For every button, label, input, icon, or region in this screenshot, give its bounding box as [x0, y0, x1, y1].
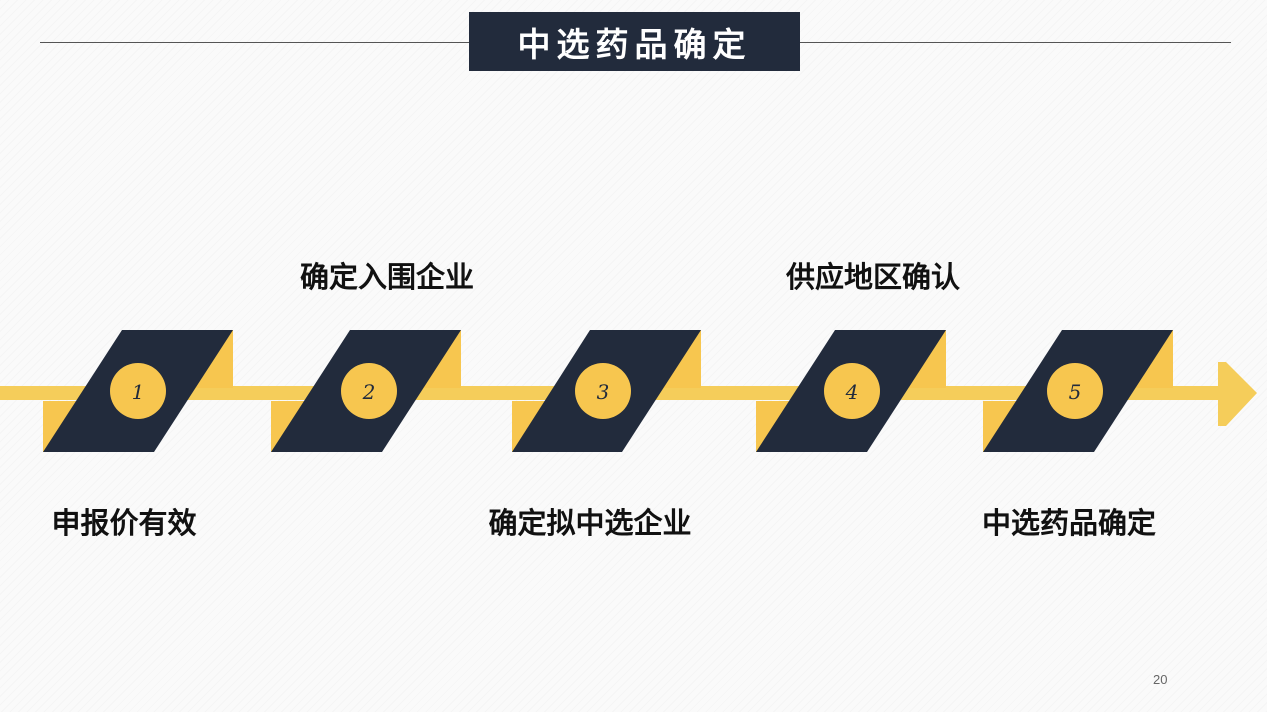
- page-number: 20: [1153, 672, 1168, 687]
- step-4-label: 供应地区确认: [785, 260, 961, 294]
- step-3-label: 确定拟中选企业: [488, 506, 692, 540]
- step-5-number: 5: [1069, 380, 1082, 404]
- flow-arrowhead: [1218, 362, 1257, 426]
- step-2: 2: [271, 330, 461, 452]
- step-5: 5: [983, 330, 1173, 452]
- step-3: 3: [512, 330, 701, 452]
- step-2-label: 确定入围企业: [299, 260, 475, 294]
- step-1-circle: [110, 363, 166, 419]
- step-3-number: 3: [597, 380, 610, 404]
- step-1-number: 1: [132, 380, 145, 404]
- step-2-circle: [341, 363, 397, 419]
- step-5-circle: [1047, 363, 1103, 419]
- step-4: 4: [756, 330, 946, 452]
- step-1: 1: [43, 330, 233, 452]
- step-1-label: 申报价有效: [51, 506, 197, 540]
- step-2-number: 2: [362, 380, 376, 404]
- step-3-circle: [575, 363, 631, 419]
- step-5-label: 中选药品确定: [981, 506, 1157, 540]
- step-4-number: 4: [845, 380, 859, 404]
- step-4-circle: [824, 363, 880, 419]
- page-title: 中选药品确定: [469, 12, 800, 71]
